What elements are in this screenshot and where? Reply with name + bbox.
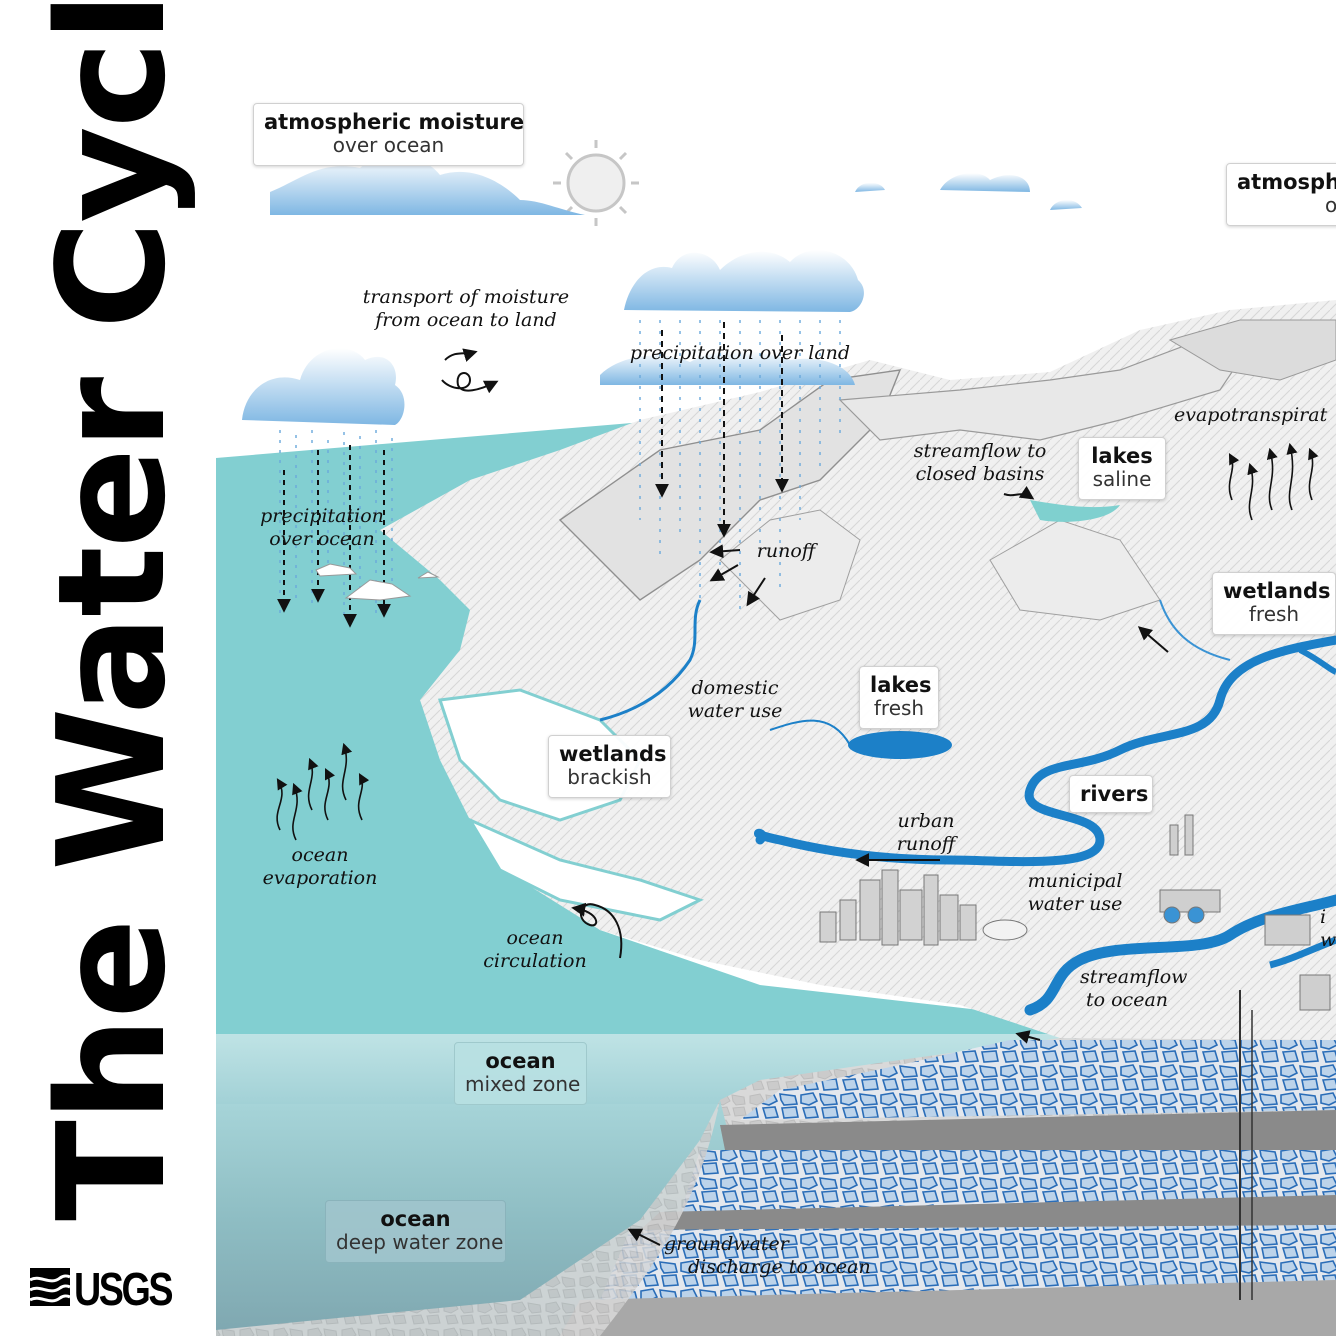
label-line-2: over ocean <box>269 528 375 550</box>
label-bold: ocean <box>485 1049 556 1073</box>
label-bold: rivers <box>1080 782 1149 806</box>
title-panel: The Water Cycle USGS <box>0 0 216 1336</box>
cloud-small-right <box>855 173 1082 210</box>
process-arrows <box>276 322 1319 1246</box>
label-precipitation-over-ocean: precipitation over ocean <box>248 505 396 551</box>
label-line-1: streamflow <box>1080 966 1188 988</box>
label-line-2: w <box>1320 929 1336 951</box>
cloud-land-big <box>624 250 864 312</box>
label-ocean-circulation: ocean circulation <box>470 927 600 973</box>
label-precipitation-over-land: precipitation over land <box>616 342 864 365</box>
label-bold: wetlands <box>1223 579 1331 603</box>
label-atmospheric-moisture-ocean: atmospheric moisture over ocean <box>253 103 524 166</box>
label-runoff: runoff <box>746 540 826 563</box>
cloud-ocean-left <box>242 348 405 425</box>
label-bold: lakes <box>870 673 932 697</box>
industrial-plant <box>1159 814 1331 1011</box>
label-wetlands-brackish: wetlands brackish <box>548 735 671 798</box>
label-industrial-water-use: i w <box>1320 906 1336 952</box>
label-ocean-evaporation: ocean evaporation <box>250 844 390 890</box>
page-title: The Water Cycle <box>26 0 198 1221</box>
usgs-logo: USGS <box>30 1263 190 1315</box>
cloud-ocean-top <box>270 155 585 215</box>
label-line-1: precipitation <box>260 505 384 527</box>
label-line-1: ocean <box>506 927 564 949</box>
label-bold: atmosph <box>1237 170 1336 194</box>
label-line-2: water use <box>1027 893 1123 915</box>
label-line-2: closed basins <box>915 463 1045 485</box>
label-line-1: precipitation over land <box>629 342 851 364</box>
label-lakes-fresh: lakes fresh <box>859 666 939 729</box>
label-line-1: groundwater <box>664 1233 789 1255</box>
label-sub: fresh <box>873 696 925 720</box>
label-ocean-deep-water-zone: ocean deep water zone <box>325 1200 506 1263</box>
label-sub: fresh <box>1248 602 1300 626</box>
cloud-land-lower <box>600 350 855 385</box>
rain-ocean <box>279 430 393 620</box>
label-bold: lakes <box>1091 444 1153 468</box>
aquifer-upper <box>740 1040 1336 1120</box>
label-ocean-mixed-zone: ocean mixed zone <box>454 1042 587 1105</box>
label-sub: deep water zone <box>336 1230 504 1254</box>
label-groundwater-discharge: groundwater discharge to ocean <box>664 1233 894 1279</box>
label-sub: saline <box>1092 467 1152 491</box>
label-sub: mixed zone <box>465 1072 581 1096</box>
river-main <box>754 635 1336 867</box>
label-evapotranspiration: evapotranspirat <box>1174 404 1336 427</box>
label-line-2: discharge to ocean <box>688 1256 871 1278</box>
label-line-1: ocean <box>291 844 349 866</box>
label-lakes-saline: lakes saline <box>1078 437 1166 500</box>
label-line-1: domestic <box>691 677 779 699</box>
label-rivers: rivers <box>1069 775 1153 813</box>
label-municipal-water-use: municipal water use <box>1012 870 1138 916</box>
label-line-2: runoff <box>896 833 956 855</box>
label-line-1: evapotranspirat <box>1174 404 1328 426</box>
label-urban-runoff: urban runoff <box>884 810 968 856</box>
label-streamflow-to-ocean: streamflow to ocean <box>1080 966 1208 1012</box>
label-line-2: circulation <box>483 950 587 972</box>
usgs-logo-text: USGS <box>74 1263 174 1315</box>
label-line-1: runoff <box>756 540 816 562</box>
label-sub: brackish <box>567 765 652 789</box>
usgs-wave-icon <box>30 1268 71 1306</box>
river-lower <box>1024 894 1336 1016</box>
label-line-2: from ocean to land <box>375 309 557 331</box>
label-line-1: streamflow to <box>913 440 1047 462</box>
label-line-2: evaporation <box>262 867 378 889</box>
label-line-2: to ocean <box>1086 989 1169 1011</box>
label-sub: over ocean <box>332 133 445 157</box>
label-atmospheric-moisture-land: atmosph ov <box>1226 163 1336 226</box>
label-line-1: transport of moisture <box>362 286 570 308</box>
lake-saline <box>1030 500 1120 522</box>
label-line-1: urban <box>897 810 955 832</box>
label-bold: atmospheric moisture <box>264 110 525 134</box>
label-sub: ov <box>1325 193 1336 217</box>
aquifer-lower <box>600 1225 1336 1300</box>
rain-land <box>639 320 841 610</box>
label-transport-of-moisture: transport of moisture from ocean to land <box>350 286 582 332</box>
label-wetlands-fresh: wetlands fresh <box>1212 572 1336 635</box>
label-line-1: municipal <box>1027 870 1123 892</box>
label-domestic-water-use: domestic water use <box>678 677 792 723</box>
city <box>819 869 1028 946</box>
aquifer-middle <box>680 1150 1336 1215</box>
lake-fresh <box>848 731 952 759</box>
label-streamflow-to-closed-basins: streamflow to closed basins <box>900 440 1060 486</box>
sun-icon <box>553 140 639 226</box>
label-line-2: water use <box>687 700 783 722</box>
label-bold: ocean <box>380 1207 451 1231</box>
label-line-1: i <box>1320 906 1327 928</box>
label-bold: wetlands <box>559 742 667 766</box>
